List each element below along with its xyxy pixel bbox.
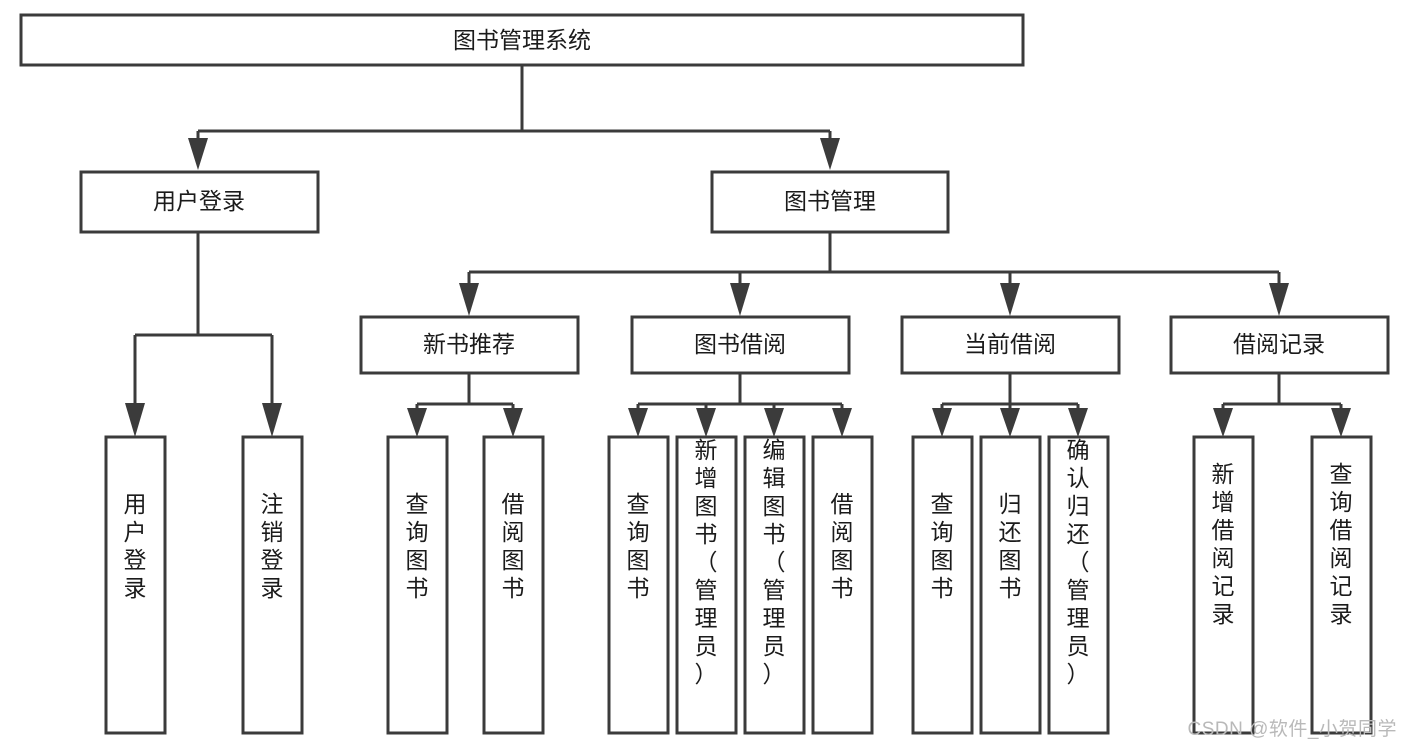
node-user-login[interactable]: 用户登录 <box>79 170 320 234</box>
node-root[interactable]: 图书管理系统 <box>19 13 1025 67</box>
arrow-to-leaf-borrow-book-1 <box>503 408 523 437</box>
node-new-book-recommend-label: 新书推荐 <box>423 331 515 357</box>
node-leaf-query-book-1[interactable]: 查询图书 <box>386 435 449 735</box>
arrow-to-current-borrow <box>1000 283 1020 316</box>
node-new-book-recommend[interactable]: 新书推荐 <box>359 315 580 375</box>
node-leaf-borrow-book-1[interactable]: 借阅图书 <box>482 435 545 735</box>
node-leaf-add-record-label: 新增借阅记录 <box>1212 461 1235 627</box>
node-current-borrow-box[interactable] <box>900 315 1121 375</box>
node-leaf-query-book-3-label: 查询图书 <box>931 491 954 601</box>
arrow-to-new-book-recommend <box>459 283 479 316</box>
node-leaf-query-book-2[interactable]: 查询图书 <box>607 435 670 735</box>
node-leaf-query-book-2-box[interactable] <box>607 435 670 735</box>
node-leaf-borrow-book-1-label: 借阅图书 <box>502 491 525 601</box>
node-leaf-edit-book[interactable]: 编辑图书（管理员） <box>743 435 806 735</box>
arrow-to-leaf-confirm-return <box>1068 408 1088 437</box>
node-leaf-borrow-book-2[interactable]: 借阅图书 <box>811 435 874 735</box>
arrow-to-leaf-return-book <box>1000 408 1020 437</box>
node-leaf-confirm-return-label: 确认归还（管理员） <box>1067 437 1090 687</box>
node-leaf-query-record-label: 查询借阅记录 <box>1330 461 1353 627</box>
node-book-borrow-label: 图书借阅 <box>694 331 786 357</box>
node-book-manage-label: 图书管理 <box>784 188 876 214</box>
arrow-to-leaf-edit-book <box>764 408 784 437</box>
node-leaf-user-logout-box[interactable] <box>241 435 304 735</box>
node-book-manage-box[interactable] <box>710 170 950 234</box>
node-book-borrow[interactable]: 图书借阅 <box>630 315 851 375</box>
node-leaf-user-login[interactable]: 用户登录 <box>104 435 167 735</box>
node-leaf-query-record[interactable]: 查询借阅记录 <box>1310 435 1373 735</box>
node-new-book-recommend-box[interactable] <box>359 315 580 375</box>
node-leaf-confirm-return[interactable]: 确认归还（管理员） <box>1047 435 1110 735</box>
node-leaf-return-book-label: 归还图书 <box>999 491 1022 601</box>
node-borrow-record-label: 借阅记录 <box>1233 331 1325 357</box>
node-leaf-query-book-2-label: 查询图书 <box>627 491 650 601</box>
node-leaf-add-book-box[interactable] <box>675 435 738 735</box>
node-leaf-user-logout[interactable]: 注销登录 <box>241 435 304 735</box>
arrow-to-leaf-borrow-book-2 <box>832 408 852 437</box>
node-root-box[interactable] <box>19 13 1025 67</box>
node-leaf-add-book-label: 新增图书（管理员） <box>695 437 718 687</box>
node-root-label: 图书管理系统 <box>453 27 591 53</box>
node-leaf-edit-book-box[interactable] <box>743 435 806 735</box>
node-leaf-borrow-book-2-box[interactable] <box>811 435 874 735</box>
node-leaf-query-book-3-box[interactable] <box>911 435 974 735</box>
node-leaf-add-book[interactable]: 新增图书（管理员） <box>675 435 738 735</box>
node-user-login-box[interactable] <box>79 170 320 234</box>
arrow-to-leaf-query-record <box>1331 408 1351 437</box>
arrow-to-leaf-add-book <box>696 408 716 437</box>
node-leaf-confirm-return-box[interactable] <box>1047 435 1110 735</box>
node-leaf-query-book-1-label: 查询图书 <box>406 491 429 601</box>
arrow-to-book-borrow <box>730 283 750 316</box>
node-leaf-add-record[interactable]: 新增借阅记录 <box>1192 435 1255 735</box>
node-leaf-query-book-3[interactable]: 查询图书 <box>911 435 974 735</box>
node-leaf-return-book-box[interactable] <box>979 435 1042 735</box>
node-leaf-borrow-book-1-box[interactable] <box>482 435 545 735</box>
arrow-to-borrow-record <box>1269 283 1289 316</box>
node-leaf-query-record-box[interactable] <box>1310 435 1373 735</box>
node-leaf-add-record-box[interactable] <box>1192 435 1255 735</box>
arrow-to-leaf-user-login <box>125 403 145 437</box>
arrow-to-leaf-user-logout <box>262 403 282 437</box>
arrow-root-to-user-login <box>188 138 208 170</box>
node-leaf-edit-book-label: 编辑图书（管理员） <box>763 437 786 687</box>
node-leaf-user-login-label: 用户登录 <box>124 491 147 601</box>
node-current-borrow-label: 当前借阅 <box>964 331 1056 357</box>
node-user-login-label: 用户登录 <box>153 188 245 214</box>
node-current-borrow[interactable]: 当前借阅 <box>900 315 1121 375</box>
node-leaf-user-logout-label: 注销登录 <box>261 491 284 601</box>
arrow-to-leaf-query-book-1 <box>407 408 427 437</box>
node-borrow-record[interactable]: 借阅记录 <box>1169 315 1390 375</box>
node-book-borrow-box[interactable] <box>630 315 851 375</box>
node-borrow-record-box[interactable] <box>1169 315 1390 375</box>
arrow-to-leaf-query-book-2 <box>628 408 648 437</box>
arrow-root-to-book-manage <box>820 138 840 170</box>
node-leaf-return-book[interactable]: 归还图书 <box>979 435 1042 735</box>
arrow-to-leaf-query-book-3 <box>932 408 952 437</box>
node-book-manage[interactable]: 图书管理 <box>710 170 950 234</box>
csdn-watermark: CSDN @软件_小贺同学 <box>1187 719 1397 740</box>
node-leaf-query-book-1-box[interactable] <box>386 435 449 735</box>
node-leaf-borrow-book-2-label: 借阅图书 <box>831 491 854 601</box>
connector-layer <box>125 65 1351 437</box>
arrow-to-leaf-add-record <box>1213 408 1233 437</box>
node-leaf-user-login-box[interactable] <box>104 435 167 735</box>
